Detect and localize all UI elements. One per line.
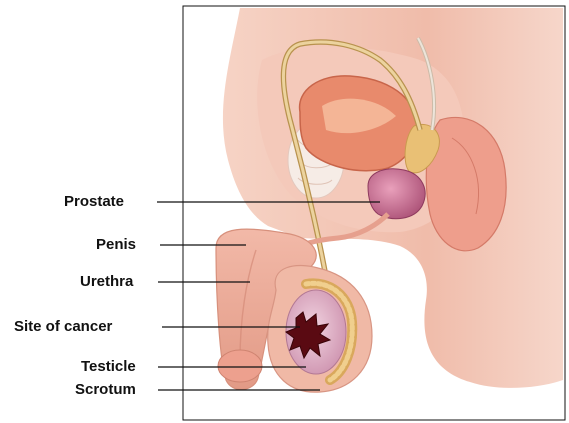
label-urethra: Urethra [80,274,133,290]
prostate [368,169,425,219]
label-site-of-cancer: Site of cancer [14,319,112,335]
label-scrotum: Scrotum [75,382,136,398]
label-prostate: Prostate [64,194,124,210]
label-penis: Penis [96,237,136,253]
glans [218,350,262,382]
label-testicle: Testicle [81,359,136,375]
